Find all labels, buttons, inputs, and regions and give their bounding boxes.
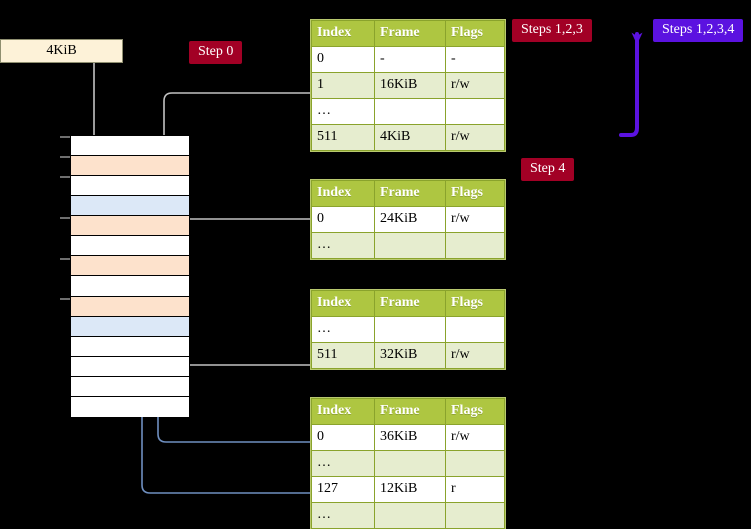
memory-tick (60, 136, 70, 138)
memory-tick (60, 176, 70, 178)
column-header-frame: Frame (374, 398, 446, 425)
badge-step-4-label: Step 4 (530, 161, 566, 176)
column-header-frame: Frame (374, 20, 446, 47)
memory-row-5 (71, 236, 189, 257)
badge-steps-123: Steps 1,2,3 (512, 19, 592, 42)
table-cell-flags (445, 450, 505, 477)
table-cell-flags: - (445, 46, 505, 73)
table-cell-index: 0 (311, 424, 375, 451)
badge-step-0: Step 0 (189, 41, 243, 64)
table-cell-flags (445, 316, 505, 343)
table-cell-index: … (311, 316, 375, 343)
column-header-flags: Flags (445, 290, 505, 317)
table-cell-index: 127 (311, 476, 375, 503)
table-row: … (311, 316, 505, 343)
memory-tick (60, 298, 70, 300)
frame-4kib-label: 4KiB (46, 43, 77, 58)
badge-steps-1234: Steps 1,2,3,4 (653, 19, 744, 42)
column-header-index: Index (311, 180, 375, 207)
memory-row-4 (71, 216, 189, 237)
table-cell-index: 511 (311, 124, 375, 151)
column-header-flags: Flags (445, 398, 505, 425)
table-cell-frame (374, 98, 446, 125)
table-cell-flags: r/w (445, 342, 505, 369)
memory-tick (60, 217, 70, 219)
table-cell-index: 511 (311, 342, 375, 369)
table-cell-index: … (311, 450, 375, 477)
table-cell-frame (374, 450, 446, 477)
table-cell-index: 1 (311, 72, 375, 99)
memory-row-7 (71, 276, 189, 297)
memory-row-0 (71, 136, 189, 157)
memory-row-9 (71, 316, 189, 337)
table-cell-frame (374, 316, 446, 343)
table-cell-index: … (311, 98, 375, 125)
table-cell-index: … (311, 232, 375, 259)
table-cell-flags (445, 502, 505, 529)
memory-row-2 (71, 176, 189, 197)
memory-tick (60, 156, 70, 158)
memory-row-11 (71, 356, 189, 377)
badge-steps-1234-label: Steps 1,2,3,4 (662, 22, 735, 37)
table-cell-frame: - (374, 46, 446, 73)
column-header-index: Index (311, 290, 375, 317)
badge-steps-123-label: Steps 1,2,3 (521, 22, 583, 37)
column-header-frame: Frame (374, 290, 446, 317)
memory-row-6 (71, 256, 189, 277)
badge-step-0-label: Step 0 (198, 44, 234, 59)
memory-row-13 (71, 396, 189, 417)
memory-row-8 (71, 296, 189, 317)
memory-row-3 (71, 196, 189, 217)
table-cell-frame: 24KiB (374, 206, 446, 233)
table-cell-frame (374, 502, 446, 529)
table-cell-frame: 12KiB (374, 476, 446, 503)
table-cell-frame: 32KiB (374, 342, 446, 369)
column-header-flags: Flags (445, 180, 505, 207)
physical-memory-column (70, 135, 190, 417)
table-cell-flags: r/w (445, 72, 505, 99)
table-row: … (311, 450, 505, 477)
table-cell-frame (374, 232, 446, 259)
memory-row-1 (71, 156, 189, 177)
table-cell-frame: 4KiB (374, 124, 446, 151)
memory-tick (60, 258, 70, 260)
connector-steps-1234-loop (619, 32, 643, 137)
table-cell-flags: r/w (445, 424, 505, 451)
table-cell-flags: r (445, 476, 505, 503)
table-row: … (311, 232, 505, 259)
table-cell-frame: 36KiB (374, 424, 446, 451)
table-cell-index: 0 (311, 206, 375, 233)
column-header-flags: Flags (445, 20, 505, 47)
table-row: 0-- (311, 46, 505, 73)
table-cell-flags (445, 98, 505, 125)
column-header-index: Index (311, 398, 375, 425)
table-cell-frame: 16KiB (374, 72, 446, 99)
table-cell-index: … (311, 502, 375, 529)
table-row: … (311, 502, 505, 529)
table-cell-index: 0 (311, 46, 375, 73)
column-header-index: Index (311, 20, 375, 47)
column-header-frame: Frame (374, 180, 446, 207)
memory-row-10 (71, 336, 189, 357)
table-row: … (311, 98, 505, 125)
frame-4kib-box: 4KiB (0, 39, 123, 63)
table-cell-flags (445, 232, 505, 259)
memory-row-12 (71, 376, 189, 397)
badge-step-4: Step 4 (521, 158, 575, 181)
table-cell-flags: r/w (445, 124, 505, 151)
table-cell-flags: r/w (445, 206, 505, 233)
